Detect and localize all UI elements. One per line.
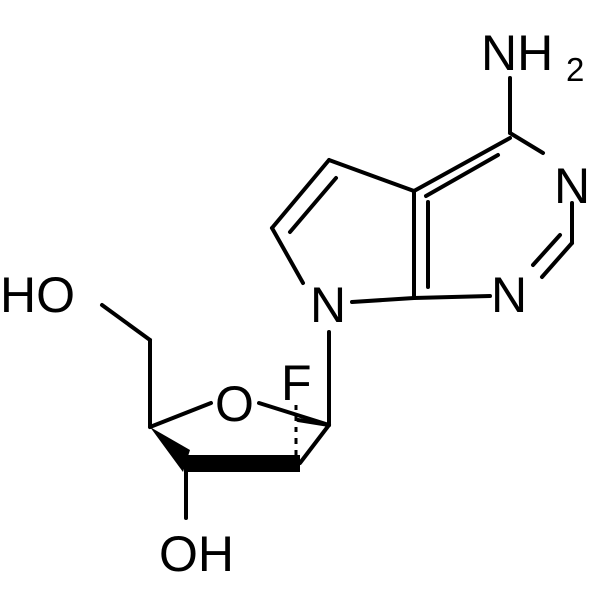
bold-c3p-c2p xyxy=(184,455,300,472)
nitrogen-n7-label: N xyxy=(310,277,346,333)
bond-o-c4p xyxy=(148,401,213,429)
bond-lines xyxy=(100,76,574,520)
bond-c1p-c2p xyxy=(298,423,331,465)
bond-n1-c7a xyxy=(412,294,492,300)
bond-c4a-c5 xyxy=(327,158,416,193)
bond-c4-c4a xyxy=(412,136,512,193)
bond-c7a-n7 xyxy=(350,296,416,304)
hydroxyl-5p-label: HO xyxy=(0,267,75,323)
hydroxyl-3p-label: OH xyxy=(159,526,234,582)
bond-c2-n1 xyxy=(540,241,574,279)
bond-c6-n7 xyxy=(270,226,305,285)
nitrogen-n3-label: N xyxy=(554,158,590,214)
bond-c5-c6-double xyxy=(288,176,338,234)
nitrogen-n1-label: N xyxy=(491,267,527,323)
amine-subscript: 2 xyxy=(566,51,584,88)
amine-label: NH xyxy=(481,25,553,81)
bond-c1p-o xyxy=(257,401,331,427)
bond-c5p-o5p xyxy=(100,303,152,342)
bond-c2-n1-double xyxy=(531,233,562,267)
fluorine-label: F xyxy=(281,355,312,411)
wedge-c4p-c3p xyxy=(150,427,190,472)
bond-c4-n3 xyxy=(508,131,545,155)
wedge-bonds xyxy=(150,427,300,472)
ring-oxygen-label: O xyxy=(215,376,254,432)
bond-c5-c6 xyxy=(270,158,331,230)
bond-c4-c4a-double xyxy=(424,153,500,198)
